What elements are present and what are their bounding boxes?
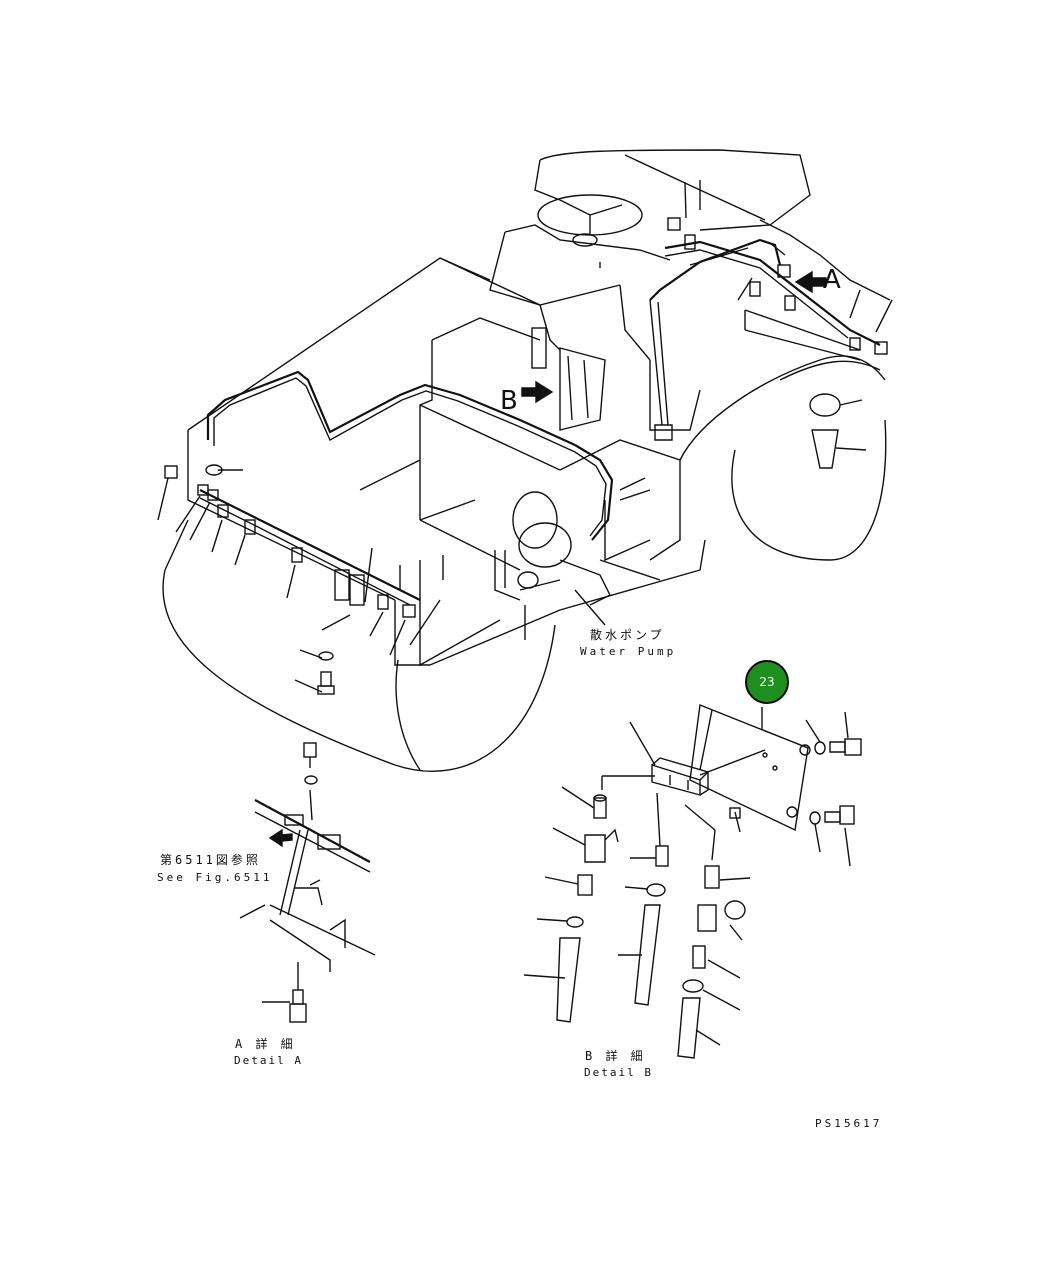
detail-b-label-en: Detail B xyxy=(584,1066,653,1079)
part-number-badge[interactable]: 23 xyxy=(745,660,789,704)
water-pump-label-en: Water Pump xyxy=(580,645,677,658)
see-fig-label-en: See Fig.6511 xyxy=(157,871,273,884)
nozzles xyxy=(164,217,888,640)
detail-a-label-en: Detail A xyxy=(234,1054,303,1067)
detail-b-label-jp: B 詳 細 xyxy=(585,1049,646,1063)
drawing-code: PS15617 xyxy=(815,1117,883,1130)
water-pump-label-jp: 散水ポンプ xyxy=(590,628,665,642)
view-arrows xyxy=(521,270,827,404)
drain-bolt xyxy=(317,651,335,695)
machine-frame xyxy=(162,149,891,772)
view-b-callout: B xyxy=(500,386,518,416)
detail-a-label-jp: A 詳 細 xyxy=(235,1037,296,1051)
detail-a-drawing xyxy=(239,742,376,1023)
see-fig-label-jp: 第6511図参照 xyxy=(160,853,261,867)
detail-b-drawing xyxy=(523,704,862,1059)
view-a-callout: A xyxy=(823,265,841,295)
spray-pipe xyxy=(199,238,881,606)
leader-lines xyxy=(157,181,893,693)
